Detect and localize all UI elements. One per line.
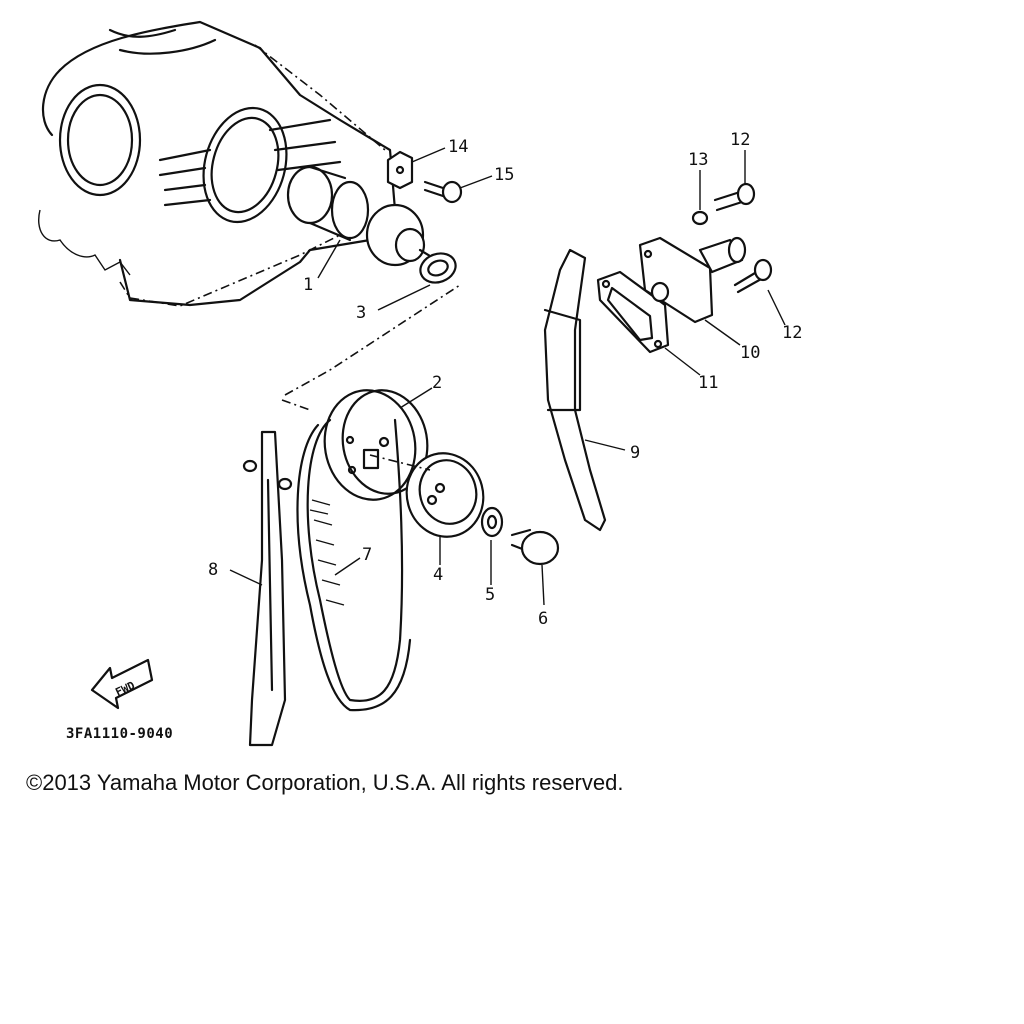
callout-6: 6 [538, 609, 548, 629]
callout-8: 8 [208, 560, 218, 580]
bolt-part-6 [510, 528, 560, 566]
fwd-arrow-icon: FWD [90, 658, 154, 710]
callout-2: 2 [432, 373, 442, 393]
washer-part-3 [419, 252, 457, 284]
leader-lines [229, 147, 786, 606]
callout-10: 10 [740, 343, 760, 363]
callout-7: 7 [362, 545, 372, 565]
copyright-notice: ©2013 Yamaha Motor Corporation, U.S.A. A… [26, 770, 624, 795]
callout-15: 15 [494, 165, 514, 185]
bolt-part-15 [423, 180, 463, 204]
callout-9: 9 [630, 443, 640, 463]
chain-guide-part-9 [543, 248, 607, 532]
chain-guide-part-8 [242, 430, 293, 747]
bolt-part-12-upper [713, 182, 756, 212]
callout-3: 3 [356, 303, 366, 323]
cam-sprocket-part [323, 389, 429, 501]
plate-part-4 [405, 452, 485, 538]
cam-chain-part [296, 418, 412, 712]
callout-13: 13 [688, 150, 708, 170]
exploded-parts-diagram: 1 2 3 4 5 6 7 8 9 10 11 12 12 13 14 15 F… [38, 20, 802, 747]
callout-11: 11 [698, 373, 718, 393]
washer-part-13 [691, 210, 709, 226]
washer-part-5 [480, 506, 504, 538]
cylinder-head-drawing [38, 20, 397, 307]
callout-1: 1 [303, 275, 313, 295]
callout-12-upper: 12 [730, 130, 750, 150]
callout-4: 4 [433, 565, 443, 585]
callout-14: 14 [448, 137, 468, 157]
callout-5: 5 [485, 585, 495, 605]
callout-12-lower: 12 [782, 323, 802, 343]
camshaft-part [286, 165, 442, 267]
tensioner-part-10 [638, 236, 747, 324]
drawing-code: 3FA1110-9040 [66, 726, 173, 742]
gasket-part-11 [596, 270, 670, 354]
bolt-part-12-lower [733, 258, 773, 294]
bracket-part-14 [386, 150, 414, 190]
